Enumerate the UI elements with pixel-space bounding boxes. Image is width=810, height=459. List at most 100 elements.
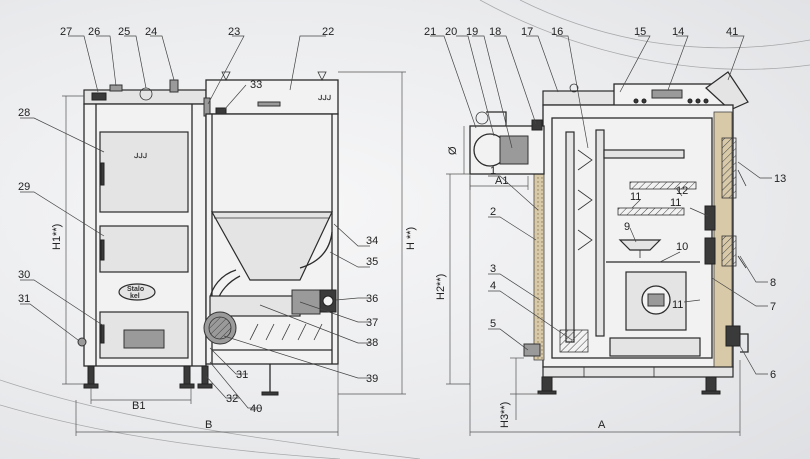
cleaning-hatch-4 (559, 329, 589, 353)
door-logo: ᒍᒍᒍ (134, 152, 147, 160)
callout-6: 6 (770, 369, 776, 381)
burner-9 (618, 239, 662, 251)
callout-2: 2 (490, 206, 496, 218)
middle-door-29 (99, 225, 189, 273)
callout-37: 37 (366, 317, 378, 329)
callout-11-lower: 11 (672, 299, 683, 311)
callout-25: 25 (118, 26, 130, 38)
dim-H: H **) (405, 227, 417, 250)
callout-33: 33 (250, 79, 262, 91)
drain-valve-31 (77, 337, 87, 347)
upper-door-handle (100, 162, 105, 186)
leg-left (87, 365, 95, 385)
ash-pan (609, 337, 701, 357)
return-inlet-5 (523, 343, 541, 357)
panel-buttons (633, 98, 709, 104)
callout-11-rear: 11 (670, 197, 681, 209)
callout-numbers: 27 26 25 24 23 22 33 28 29 30 31 34 35 3… (18, 26, 786, 415)
callout-8: 8 (770, 277, 776, 289)
ceramic-shelf (617, 207, 685, 216)
heat-exchanger-pipe-16 (565, 131, 575, 343)
foot-right (179, 383, 195, 389)
hopper-floor-hatch (249, 323, 323, 341)
fuel-funnel (210, 211, 333, 281)
callout-24: 24 (145, 26, 157, 38)
callout-7: 7 (770, 301, 776, 313)
middle-door-handle (100, 239, 105, 261)
callout-17: 17 (521, 26, 533, 38)
rear-port (704, 237, 716, 265)
callout-31-left: 31 (18, 293, 30, 305)
callout-29: 29 (18, 181, 30, 193)
leader-lines (20, 35, 772, 409)
section-view (469, 71, 749, 395)
callout-35: 35 (366, 256, 378, 268)
leg-right (183, 365, 191, 385)
callout-38: 38 (366, 337, 378, 349)
ash-opening (123, 329, 165, 349)
foot-hopper (197, 383, 213, 389)
callout-4: 4 (490, 280, 496, 292)
hinge-23 (203, 97, 211, 117)
callout-9: 9 (624, 221, 630, 233)
callout-27: 27 (60, 26, 72, 38)
callout-15: 15 (634, 26, 646, 38)
dim-B1: B1 (132, 400, 145, 412)
dim-diameter: Ø (447, 146, 459, 155)
dim-H1: H1**) (51, 224, 63, 250)
callout-19: 19 (466, 26, 478, 38)
foot-front (541, 376, 553, 392)
front-view: ᒍᒍᒍ Stalo kel (77, 79, 207, 389)
callout-5: 5 (490, 318, 496, 330)
callout-20: 20 (445, 26, 457, 38)
lid-41 (705, 71, 749, 111)
callout-12: 12 (676, 185, 688, 197)
safety-valve-24 (169, 79, 179, 93)
hopper-stand-foot (261, 391, 279, 396)
foot-rear (705, 376, 717, 392)
callout-26: 26 (88, 26, 100, 38)
callout-1: 1 (490, 165, 496, 177)
badge-line2: kel (130, 293, 140, 300)
callout-31-right: 31 (236, 369, 248, 381)
ceramic-shelf-12 (629, 181, 697, 190)
callout-10: 10 (676, 241, 688, 253)
foot-left (83, 383, 99, 389)
lid-handle (257, 101, 281, 107)
callout-32: 32 (226, 393, 238, 405)
callout-30: 30 (18, 269, 30, 281)
lower-door-handle (100, 324, 105, 344)
callout-40: 40 (250, 403, 262, 415)
top-baffle (603, 149, 685, 159)
gear-motor-37 (291, 289, 321, 315)
left-dimensions: H1**) H **) B1 B (51, 71, 417, 436)
boiler-base (542, 366, 734, 378)
callout-3: 3 (490, 263, 496, 275)
dim-A1: A1 (495, 175, 508, 187)
callout-22: 22 (322, 26, 334, 38)
callout-23: 23 (228, 26, 240, 38)
right-dimensions: Ø A1 H2**) H3**) A (435, 126, 741, 436)
display-panel (651, 89, 683, 99)
upper-door-28 (99, 131, 189, 213)
rear-port-11 (704, 205, 716, 231)
hopper-view: ᒍᒍᒍ (197, 71, 339, 396)
callout-39: 39 (366, 373, 378, 385)
rear-door-13 (721, 137, 737, 199)
dim-B: B (205, 419, 212, 431)
hopper-logo: ᒍᒍᒍ (318, 94, 331, 102)
callout-34: 34 (366, 235, 378, 247)
control-knob-27 (91, 92, 107, 101)
dim-H2: H2**) (435, 274, 447, 300)
rear-door-8 (721, 235, 737, 267)
brand-badge (118, 283, 156, 301)
callout-16: 16 (551, 26, 563, 38)
callout-13: 13 (774, 173, 786, 185)
dim-A: A (598, 419, 606, 431)
callout-14: 14 (672, 26, 684, 38)
burner-connection-6 (725, 325, 741, 347)
badge-line1: Stalo (127, 286, 144, 293)
